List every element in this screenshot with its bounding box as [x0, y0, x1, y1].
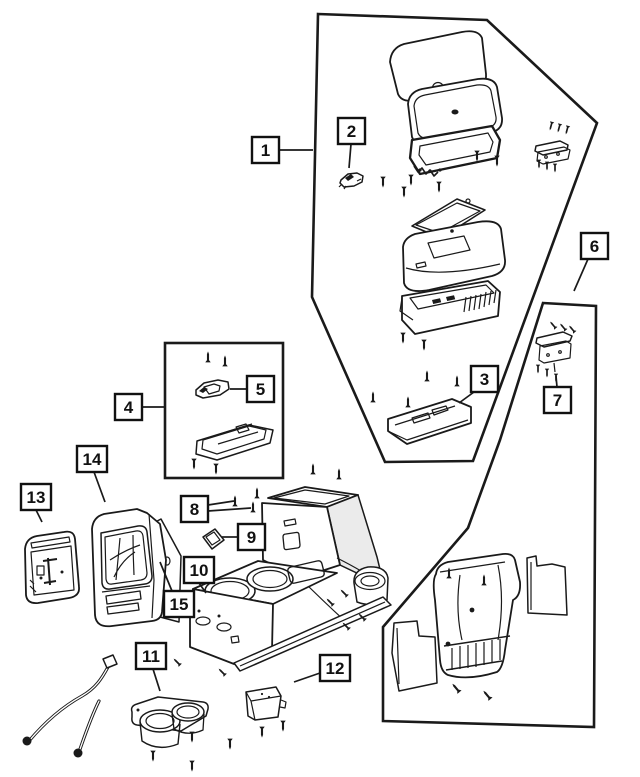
callout-10[interactable]: 10 — [182, 555, 216, 585]
latch-detail-region-outline — [163, 341, 285, 480]
rear-trim-panel — [24, 530, 80, 604]
callout-14[interactable]: 14 — [75, 444, 109, 474]
wiring-harness — [22, 654, 118, 758]
callout-number: 15 — [170, 595, 189, 614]
callout-3[interactable]: 3 — [469, 364, 500, 394]
console-base-plate — [387, 398, 472, 445]
callout-number: 7 — [553, 391, 562, 410]
lid-assembly-region-outline — [310, 12, 599, 464]
main-console-body — [189, 486, 392, 672]
callout-number: 14 — [83, 450, 102, 469]
floor-mat-left — [391, 620, 438, 692]
bumper-pad — [202, 528, 225, 550]
storage-bin — [245, 686, 287, 721]
callout-12[interactable]: 12 — [318, 653, 352, 683]
callout-number: 12 — [326, 659, 345, 678]
callout-number: 3 — [480, 370, 489, 389]
slide-mechanism — [195, 423, 274, 461]
floor-mat-right — [526, 555, 568, 616]
callout-6[interactable]: 6 — [579, 231, 610, 261]
leader-lines — [35, 143, 589, 692]
callout-15[interactable]: 15 — [162, 589, 196, 619]
callout-number: 11 — [142, 647, 160, 666]
armrest-vented-bin — [399, 280, 501, 335]
callout-number: 4 — [124, 398, 134, 417]
callout-8[interactable]: 8 — [179, 494, 210, 524]
latch-striker — [195, 379, 230, 399]
cup-holder-insert — [130, 696, 209, 749]
callout-number: 5 — [256, 380, 265, 399]
callout-number: 13 — [27, 488, 46, 507]
callout-13[interactable]: 13 — [19, 482, 53, 512]
rear-console-body — [432, 552, 522, 679]
callout-number: 10 — [190, 561, 209, 580]
callout-number: 1 — [261, 141, 270, 160]
callout-7[interactable]: 7 — [542, 385, 573, 415]
armrest-bin-upper — [402, 220, 506, 292]
lid-latch — [338, 172, 364, 190]
callout-11[interactable]: 11 — [134, 641, 168, 671]
callout-9[interactable]: 9 — [236, 522, 267, 552]
callout-number: 9 — [247, 528, 256, 547]
rear-console-region-outline — [381, 301, 598, 729]
lid-hinge-frame — [408, 124, 502, 177]
callout-number: 6 — [590, 237, 599, 256]
shifter-bezel — [91, 508, 167, 628]
callout-2[interactable]: 2 — [336, 116, 367, 146]
hinge-bracket — [534, 140, 571, 165]
callout-number: 8 — [190, 500, 199, 519]
callout-1[interactable]: 1 — [250, 135, 281, 165]
callout-5[interactable]: 5 — [245, 374, 276, 404]
callout-4[interactable]: 4 — [113, 392, 144, 422]
callout-number: 2 — [347, 122, 356, 141]
mounting-bracket — [535, 331, 573, 373]
